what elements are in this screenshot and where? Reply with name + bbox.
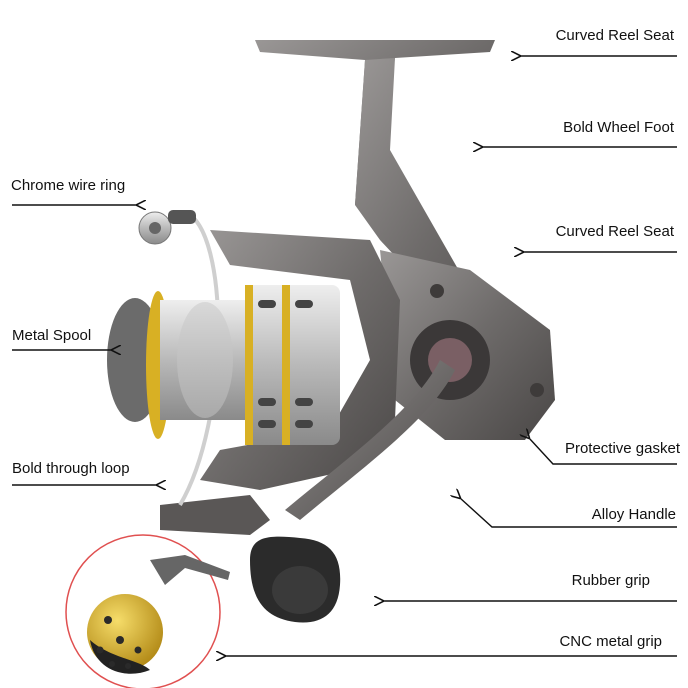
label-alloy-handle: Alloy Handle — [591, 506, 676, 523]
label-metal-spool: Metal Spool — [12, 327, 92, 344]
label-curved-reel-seat-top: Curved Reel Seat — [555, 27, 674, 44]
line-roller — [138, 210, 196, 245]
arrow-alloy-handle — [460, 498, 677, 528]
label-bold-wheel-foot: Bold Wheel Foot — [563, 119, 674, 136]
label-rubber-grip: Rubber grip — [571, 572, 650, 589]
label-cnc-metal-grip: CNC metal grip — [559, 633, 662, 650]
rubber-knob — [250, 536, 341, 623]
spool — [107, 285, 340, 445]
label-protective-gasket: Protective gasket — [564, 440, 680, 457]
label-chrome-wire-ring: Chrome wire ring — [11, 177, 126, 194]
cnc-grip-inset — [65, 534, 230, 688]
arrow-protective-gasket — [529, 438, 677, 465]
label-bold-through-loop: Bold through loop — [12, 460, 130, 477]
label-curved-reel-seat-mid: Curved Reel Seat — [555, 223, 674, 240]
callout-arrows — [12, 56, 677, 656]
alloy-handle — [285, 320, 490, 520]
